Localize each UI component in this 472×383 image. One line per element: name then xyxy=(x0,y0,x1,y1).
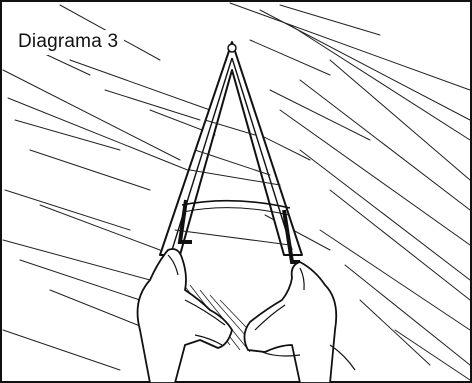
wiper-arm-inner-right xyxy=(232,58,292,250)
diagram-label: Diagrama 3 xyxy=(12,30,124,55)
left-hand xyxy=(138,249,232,383)
pivot-hole xyxy=(228,44,236,52)
right-hand xyxy=(244,262,336,383)
